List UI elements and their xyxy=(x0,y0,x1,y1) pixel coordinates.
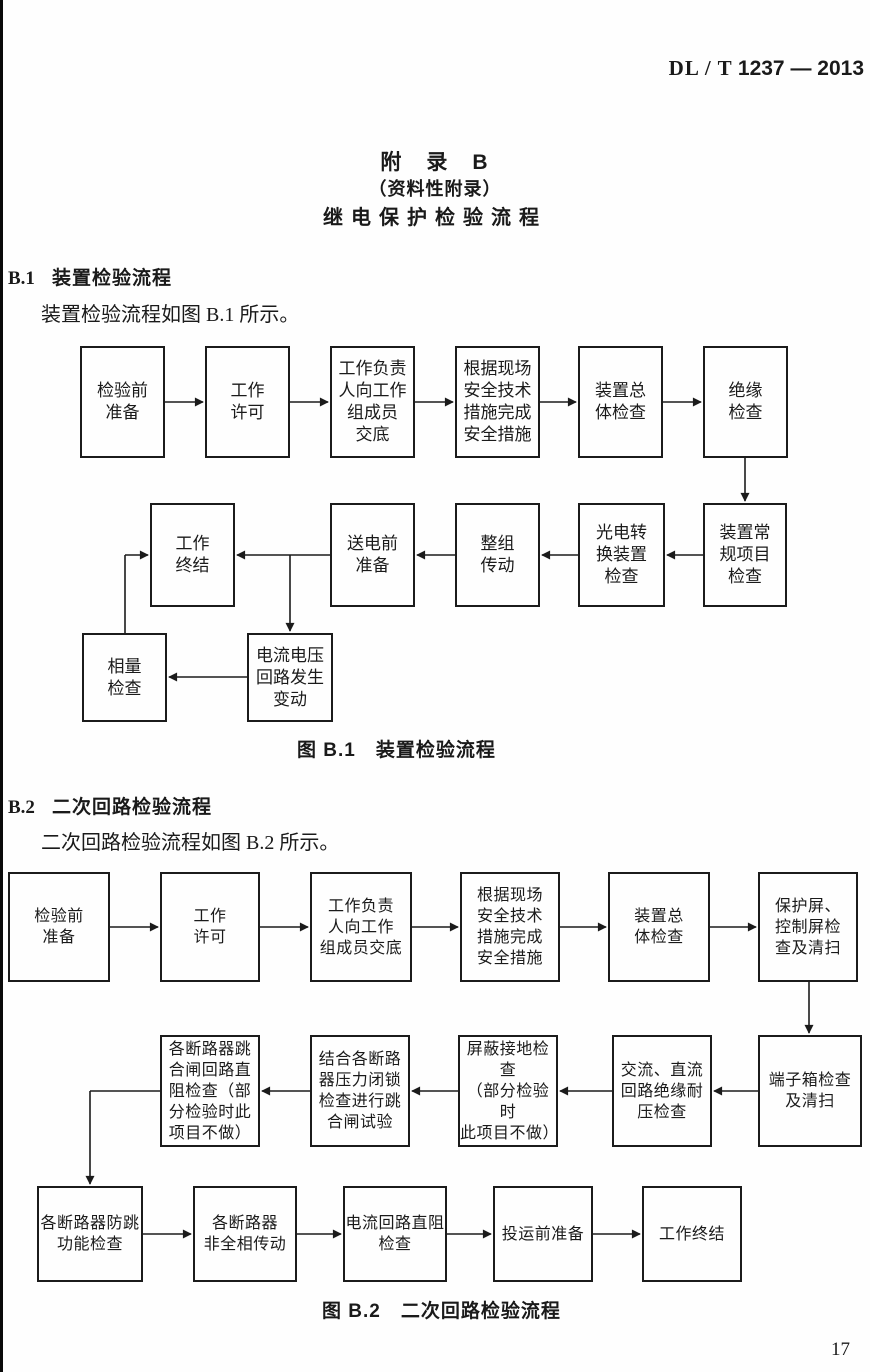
flow-node: 送电前 准备 xyxy=(330,503,415,607)
standard-prefix: DL / T xyxy=(668,56,733,80)
section-title: 装置检验流程 xyxy=(51,268,172,289)
flow-node-label: 电流电压 回路发生 变动 xyxy=(256,645,324,709)
section-number: B.1 xyxy=(8,268,35,289)
flow-node: 装置总 体检查 xyxy=(578,346,663,458)
flow-node: 装置总 体检查 xyxy=(608,872,710,982)
paragraph: 二次回路检验流程如图 B.2 所示。 xyxy=(41,832,340,854)
appendix-title: 附 录 B xyxy=(380,151,490,174)
standard-number: 1237 — 2013 xyxy=(737,57,864,80)
flow-node-label: 送电前 准备 xyxy=(347,534,398,575)
flow-node: 根据现场 安全技术 措施完成 安全措施 xyxy=(455,346,540,458)
flow-node: 光电转 换装置 检查 xyxy=(578,503,665,607)
flow-node-label: 各断路器 非全相传动 xyxy=(203,1215,287,1253)
flow-node-label: 端子箱检查 及清扫 xyxy=(768,1072,852,1110)
flow-node: 各断路器跳 合闸回路直 阻检查（部 分检验时此 项目不做） xyxy=(160,1035,260,1147)
flow-node-label: 交流、直流 回路绝缘耐 压检查 xyxy=(620,1061,704,1121)
flow-node-label: 装置总 体检查 xyxy=(595,381,646,422)
flow-node-label: 绝缘 检查 xyxy=(728,381,763,422)
flow-node: 整组 传动 xyxy=(455,503,540,607)
flow-node-label: 电流回路直阻 检查 xyxy=(345,1215,445,1253)
flow-node-label: 保护屏、 控制屏检 查及清扫 xyxy=(774,897,841,957)
flow-node-label: 投运前准备 xyxy=(501,1225,585,1243)
flow-node: 电流电压 回路发生 变动 xyxy=(247,633,333,722)
figure-b2-caption: 图 B.2 二次回路检验流程 xyxy=(322,1301,561,1322)
flow-node: 各断路器 非全相传动 xyxy=(193,1186,297,1282)
flow-node: 工作 许可 xyxy=(160,872,260,982)
flow-node: 工作 终结 xyxy=(150,503,235,607)
appendix-subtitle: （资料性附录） xyxy=(368,179,502,199)
flow-node-label: 检验前 准备 xyxy=(97,381,148,422)
scan-edge-artifact xyxy=(0,0,3,1372)
flow-node: 端子箱检查 及清扫 xyxy=(758,1035,862,1147)
flow-node: 电流回路直阻 检查 xyxy=(343,1186,447,1282)
flow-node-label: 工作负责 人向工作 组成员交底 xyxy=(319,897,403,957)
flow-node: 工作负责 人向工作 组成员交底 xyxy=(310,872,412,982)
flow-node: 装置常 规项目 检查 xyxy=(703,503,787,607)
flow-node: 工作终结 xyxy=(642,1186,742,1282)
flow-node: 交流、直流 回路绝缘耐 压检查 xyxy=(612,1035,712,1147)
flow-node-label: 根据现场 安全技术 措施完成 安全措施 xyxy=(463,359,532,444)
flow-node-label: 整组 传动 xyxy=(480,534,515,575)
flow-node: 保护屏、 控制屏检 查及清扫 xyxy=(758,872,858,982)
flow-node: 投运前准备 xyxy=(493,1186,593,1282)
flow-node-label: 工作 许可 xyxy=(193,908,227,946)
flow-node-label: 工作 终结 xyxy=(175,534,210,575)
flow-node: 绝缘 检查 xyxy=(703,346,788,458)
flow-node-label: 根据现场 安全技术 措施完成 安全措施 xyxy=(476,887,543,967)
flow-node-label: 结合各断路 器压力闭锁 检查进行跳 合闸试验 xyxy=(318,1051,402,1131)
section-title: 二次回路检验流程 xyxy=(51,797,212,818)
section-heading-b1: B.1 装置检验流程 xyxy=(8,263,172,290)
page-number: 17 xyxy=(831,1339,850,1360)
flow-node-label: 各断路器防跳 功能检查 xyxy=(40,1215,140,1253)
flow-node-label: 工作负责 人向工作 组成员 交底 xyxy=(338,359,407,444)
flow-node-label: 工作终结 xyxy=(658,1225,725,1243)
appendix-topic-title: 继电保护检验流程 xyxy=(323,207,547,229)
flow-node: 相量 检查 xyxy=(82,633,167,722)
figure-b1-caption: 图 B.1 装置检验流程 xyxy=(297,740,496,761)
flow-node: 根据现场 安全技术 措施完成 安全措施 xyxy=(460,872,560,982)
flow-node: 检验前 准备 xyxy=(80,346,165,458)
flow-node: 检验前 准备 xyxy=(8,872,110,982)
section-heading-b2: B.2 二次回路检验流程 xyxy=(8,792,212,819)
paragraph: 装置检验流程如图 B.1 所示。 xyxy=(41,304,300,326)
flow-node: 工作 许可 xyxy=(205,346,290,458)
flow-node: 工作负责 人向工作 组成员 交底 xyxy=(330,346,415,458)
flow-node-label: 各断路器跳 合闸回路直 阻检查（部 分检验时此 项目不做） xyxy=(168,1040,252,1142)
flow-node-label: 工作 许可 xyxy=(230,381,265,422)
flow-node-label: 屏蔽接地检查 （部分检验时 此项目不做） xyxy=(460,1040,560,1142)
flow-node-label: 光电转 换装置 检查 xyxy=(596,523,647,586)
flow-node: 屏蔽接地检查 （部分检验时 此项目不做） xyxy=(458,1035,560,1147)
flow-node-label: 装置常 规项目 检查 xyxy=(719,523,771,586)
flow-node-label: 检验前 准备 xyxy=(34,908,84,946)
section-number: B.2 xyxy=(8,797,35,818)
flow-node-label: 相量 检查 xyxy=(107,656,142,698)
flow-node-label: 装置总 体检查 xyxy=(634,908,684,946)
standard-code-header: DL / T 1237 — 2013 xyxy=(669,56,864,81)
flow-node: 各断路器防跳 功能检查 xyxy=(37,1186,143,1282)
flow-node: 结合各断路 器压力闭锁 检查进行跳 合闸试验 xyxy=(310,1035,410,1147)
